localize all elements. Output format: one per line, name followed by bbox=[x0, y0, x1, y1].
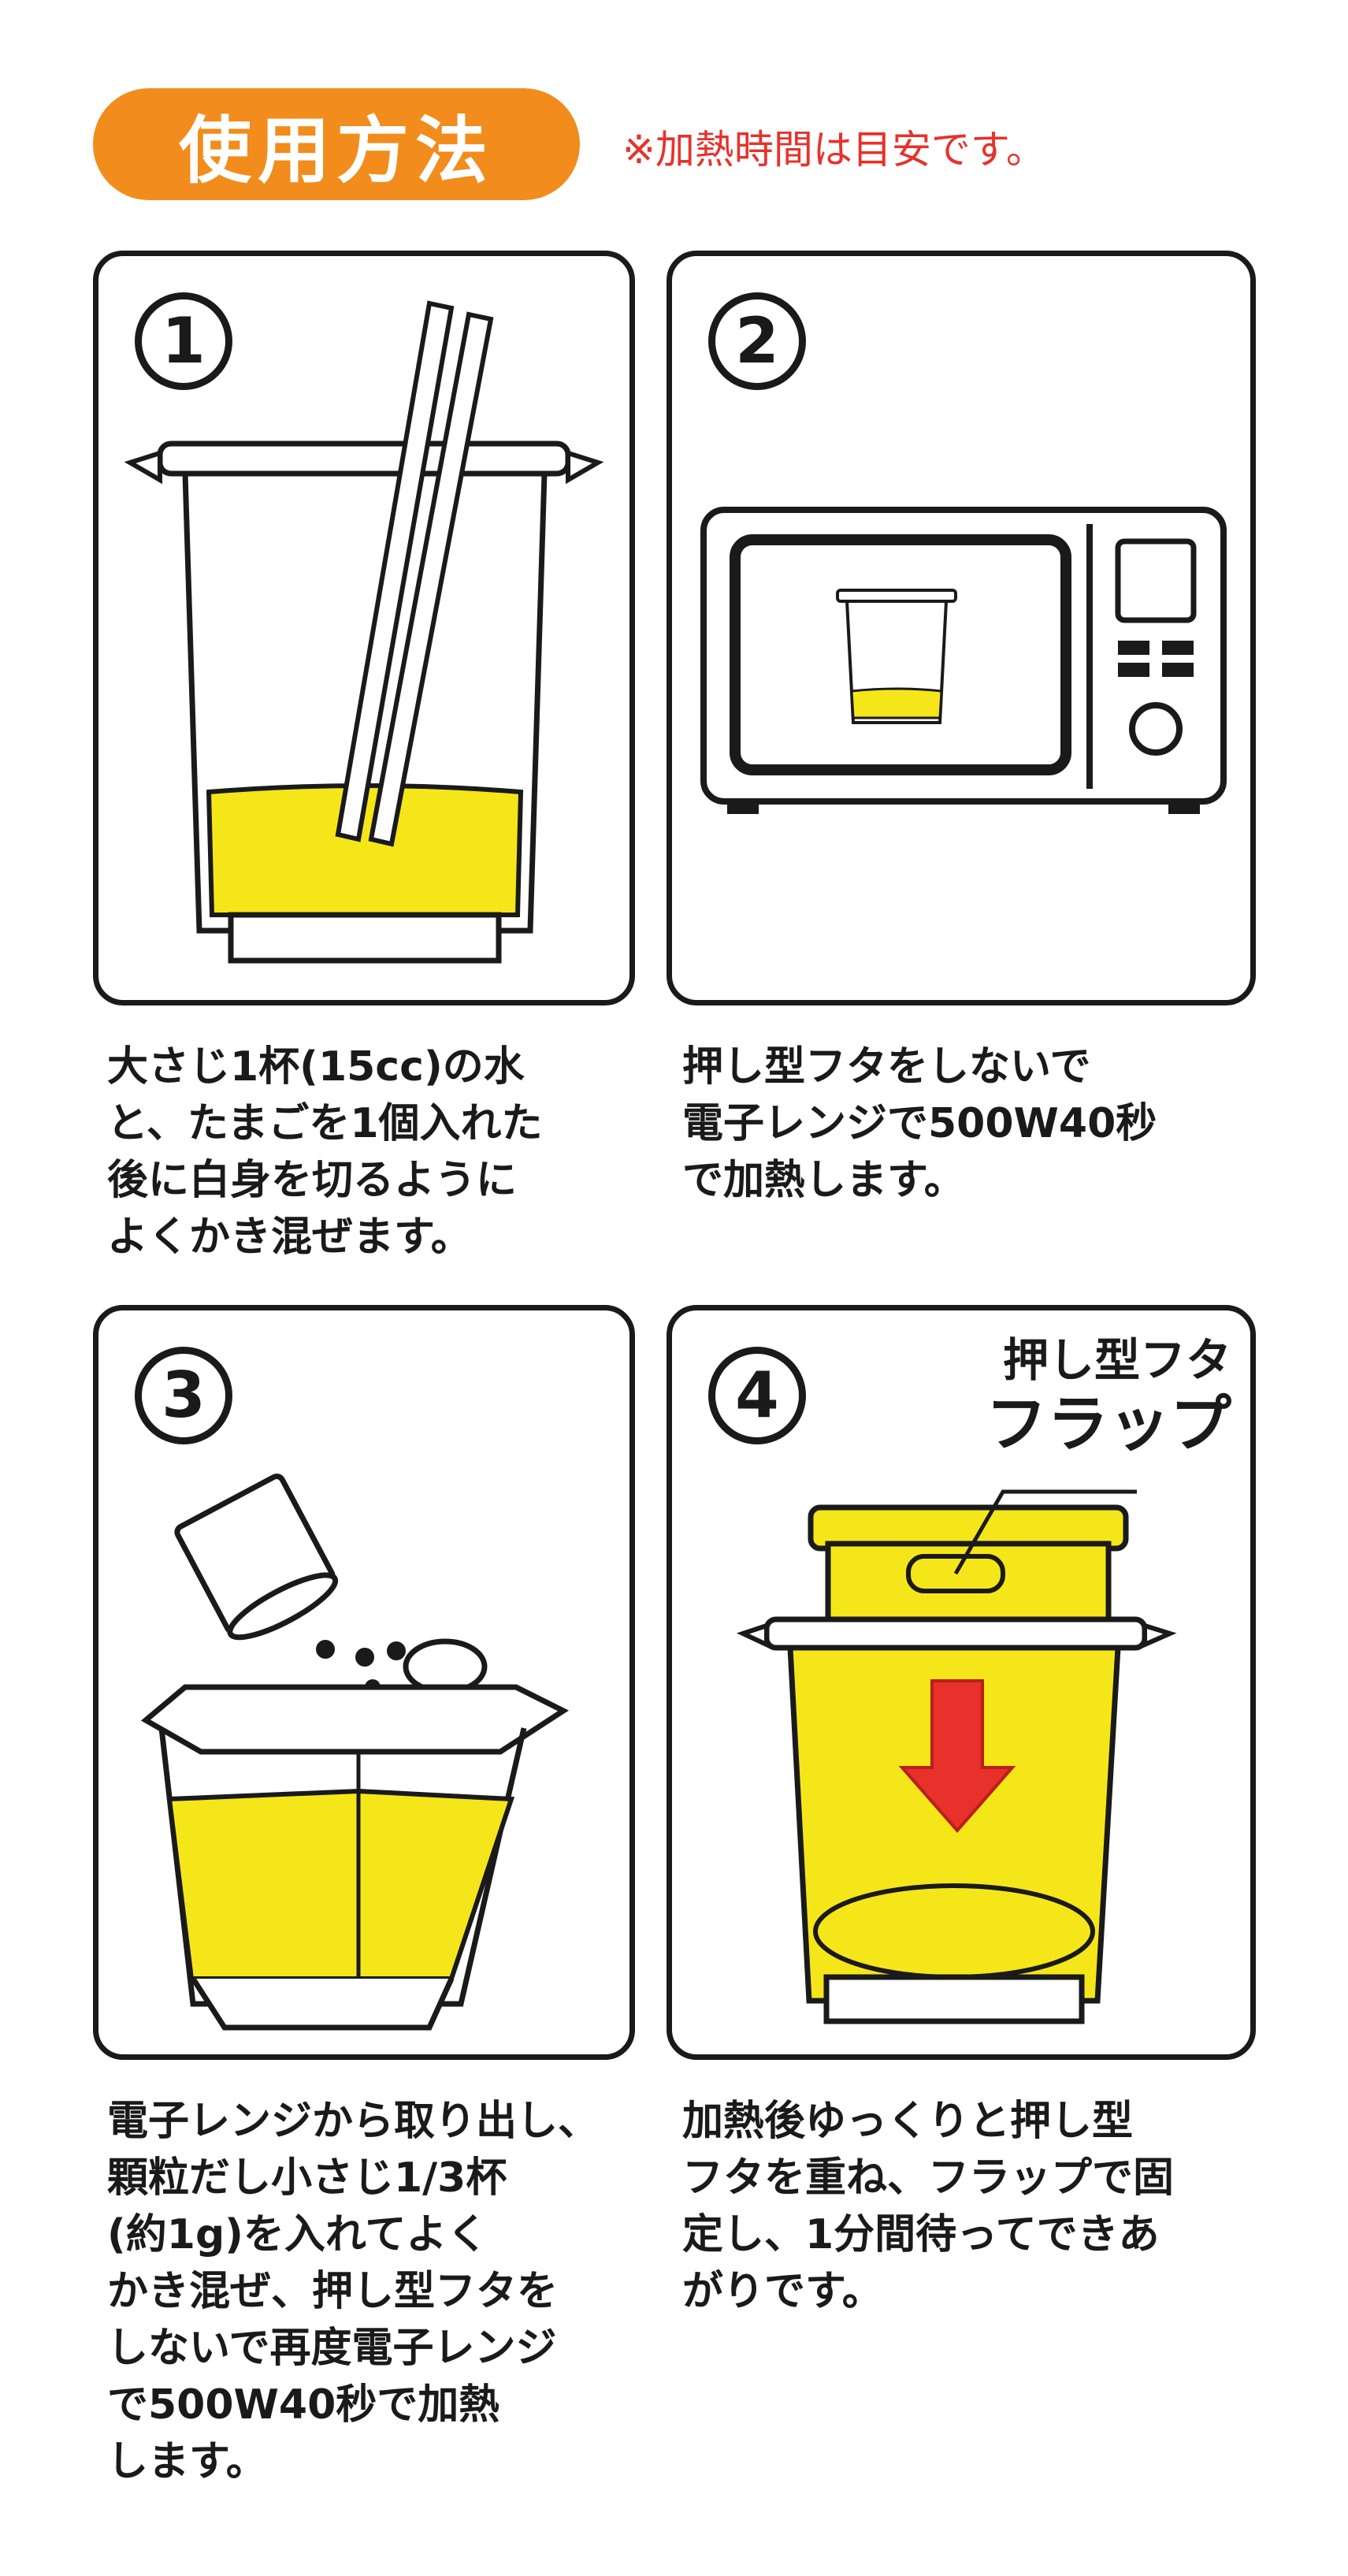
step-1-panel: 1 bbox=[93, 251, 635, 1005]
step-3-panel: 3 bbox=[93, 1305, 635, 2060]
step-number-3: 3 bbox=[135, 1347, 232, 1444]
step-2-panel: 2 bbox=[667, 251, 1256, 1005]
callout-flap: フラップ bbox=[985, 1389, 1231, 1460]
add-granules-illustration bbox=[140, 1473, 570, 2031]
step-number-2: 2 bbox=[708, 292, 806, 390]
step-4-description: 加熱後ゆっくりと押し型 フタを重ね、フラップで固 定し、1分間待ってできあ がり… bbox=[682, 2098, 1175, 2315]
step-1-description: 大さじ1杯(15cc)の水 と、たまごを1個入れた 後に白身を切るように よくか… bbox=[107, 1043, 543, 1261]
step-4-panel: 4 押し型フタ フラップ bbox=[667, 1305, 1256, 2060]
press-lid-illustration bbox=[736, 1489, 1177, 2024]
microwave-illustration bbox=[700, 507, 1227, 814]
lid-flap-callout: 押し型フタ フラップ bbox=[971, 1333, 1231, 1462]
heating-time-note: ※加熱時間は目安です。 bbox=[622, 127, 1045, 173]
callout-press-lid: 押し型フタ bbox=[1002, 1333, 1231, 1387]
page-title: 使用方法 bbox=[93, 88, 580, 200]
step-3-description: 電子レンジから取り出し、 顆粒だし小さじ1/3杯 (約1g)を入れてよく かき混… bbox=[107, 2098, 600, 2485]
cup-with-chopsticks-illustration bbox=[124, 300, 604, 964]
step-number-4: 4 bbox=[708, 1347, 806, 1444]
step-number-1: 1 bbox=[135, 292, 232, 390]
step-2-description: 押し型フタをしないで 電子レンジで500W40秒 で加熱します。 bbox=[682, 1043, 1157, 1204]
